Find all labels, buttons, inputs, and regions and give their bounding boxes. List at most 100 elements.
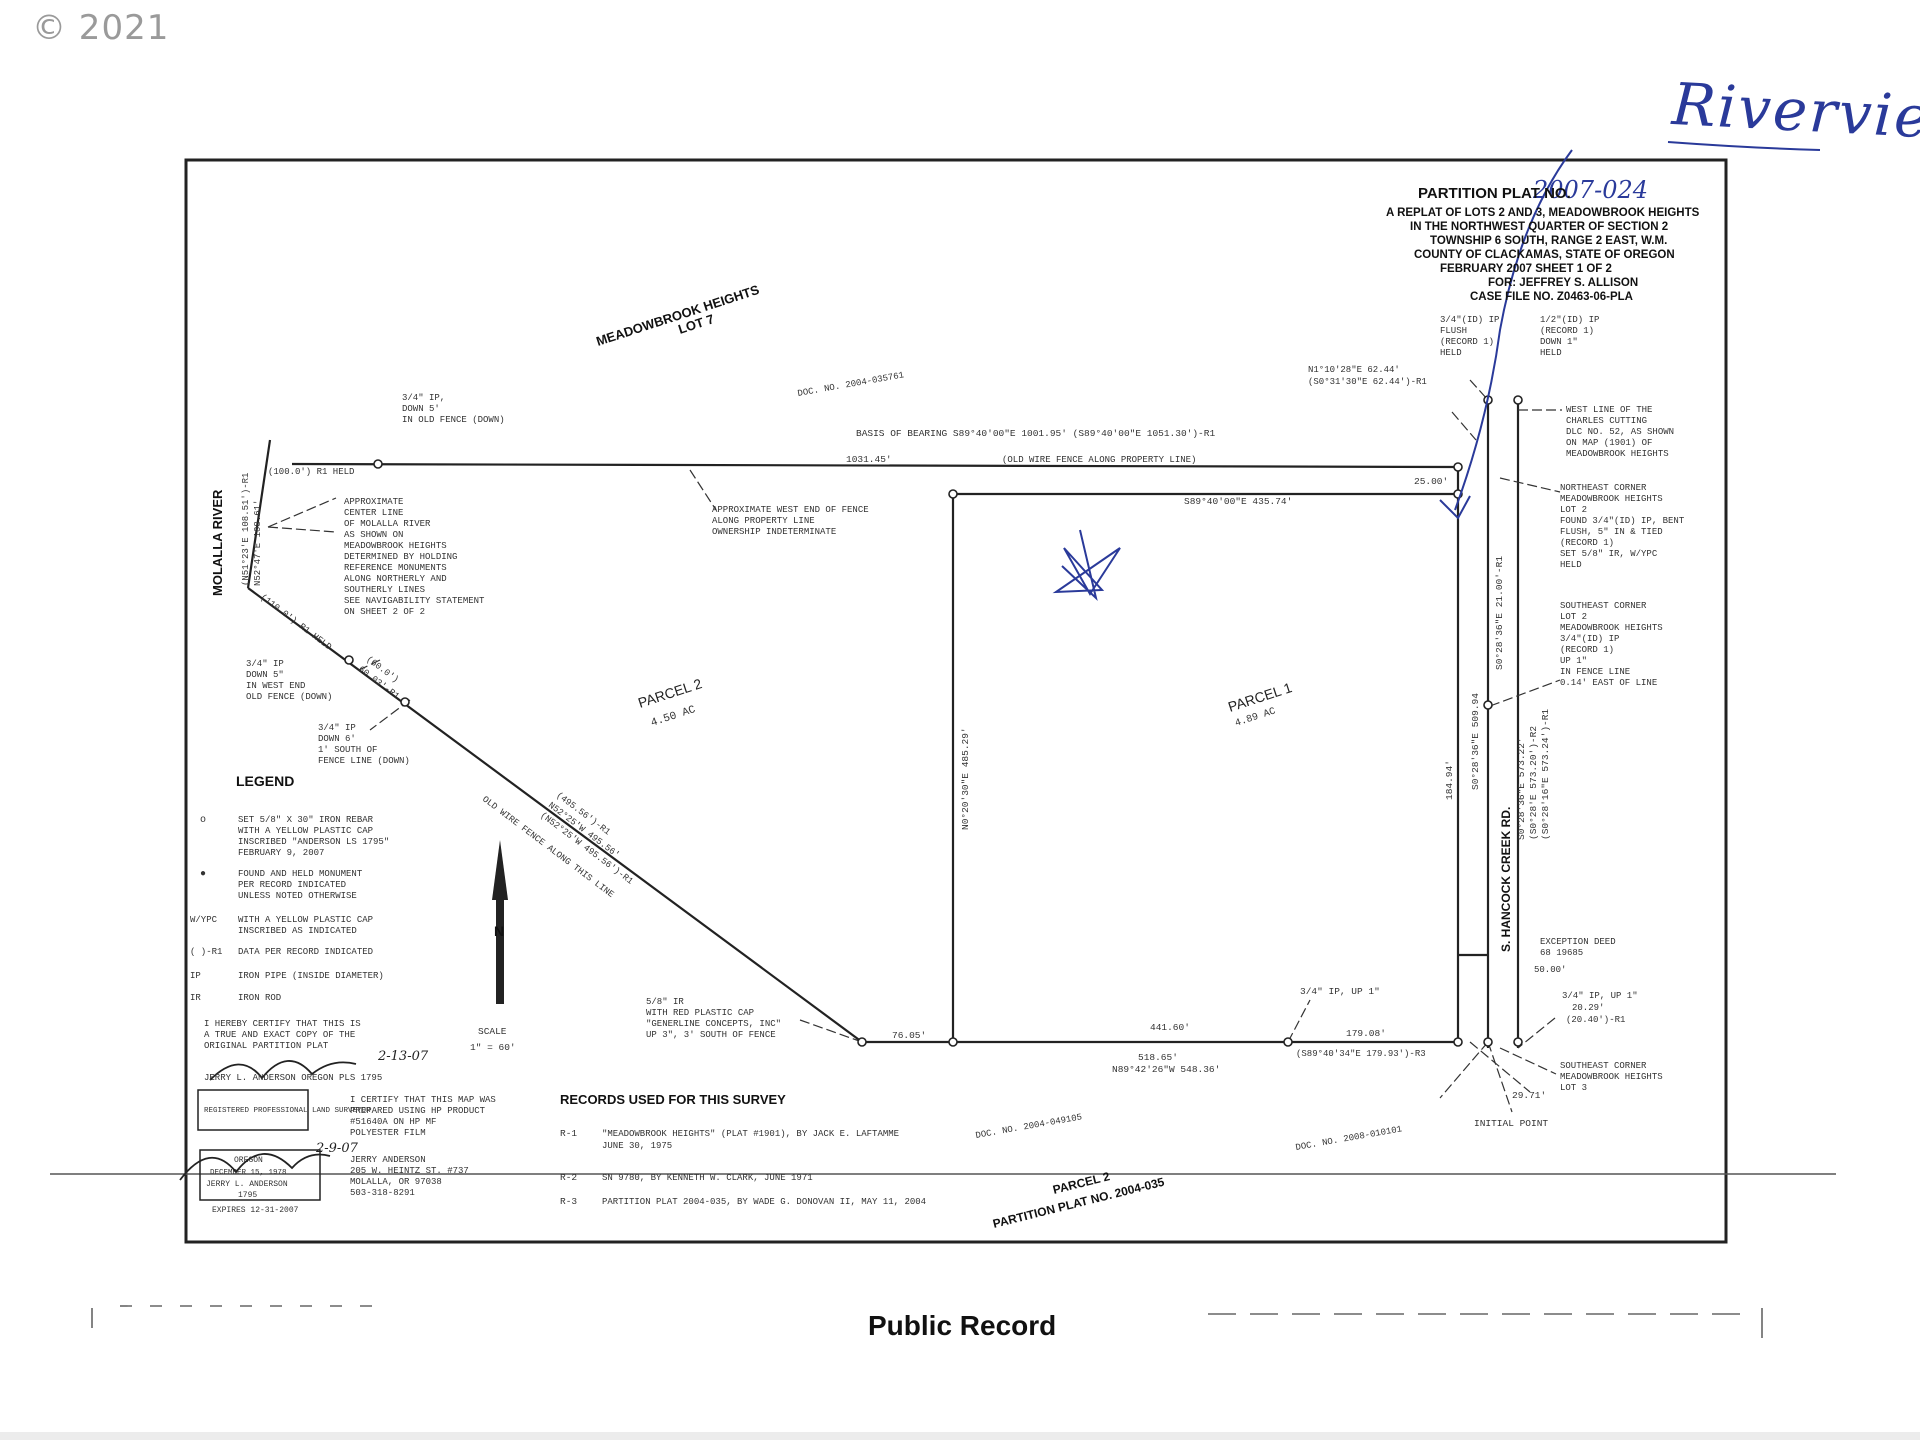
plat-border	[184, 158, 1728, 1244]
handwritten-plat-no: 2007-024	[1532, 176, 1648, 204]
svg-text:(RECORD 1): (RECORD 1)	[1560, 538, 1614, 548]
se-lot3-1: MEADOWBROOK HEIGHTS	[1560, 1072, 1663, 1082]
svg-text:0.14' EAST OF LINE: 0.14' EAST OF LINE	[1560, 678, 1657, 688]
fence-line: (OLD WIRE FENCE ALONG PROPERTY LINE)	[1002, 455, 1196, 465]
svg-text:R-2: R-2	[560, 1172, 577, 1183]
bearing-17993: (S89°40'34"E 179.93')-R3	[1296, 1049, 1426, 1059]
lot7-label: MEADOWBROOK HEIGHTS	[594, 282, 761, 349]
svg-text:MEADOWBROOK HEIGHTS: MEADOWBROOK HEIGHTS	[1560, 494, 1663, 504]
ip-up-right-0: 3/4" IP, UP 1"	[1562, 991, 1638, 1001]
microfilm-3: POLYESTER FILM	[350, 1128, 426, 1138]
certify-1: A TRUE AND EXACT COPY OF THE	[204, 1030, 355, 1040]
pen-marks	[1052, 141, 1821, 602]
road-name: S. HANCOCK CREEK RD.	[1499, 807, 1513, 952]
svg-text:o: o	[200, 815, 206, 826]
svg-text:LOT 2: LOT 2	[1560, 505, 1587, 515]
svg-text:SET 5/8" X 30" IRON REBAR: SET 5/8" X 30" IRON REBAR	[238, 815, 374, 825]
ir-red-cap-0: 5/8" IR	[646, 997, 684, 1007]
dist-51865: 518.65'	[1138, 1052, 1178, 1063]
north-arrow: N	[492, 840, 508, 1004]
svg-text:ON SHEET 2 OF 2: ON SHEET 2 OF 2	[344, 607, 425, 617]
microfilm-0: I CERTIFY THAT THIS MAP WAS	[350, 1095, 496, 1105]
se-lot3-0: SOUTHEAST CORNER	[1560, 1061, 1647, 1071]
ip-west-end-0: 3/4" IP	[246, 659, 284, 669]
svg-text:3/4"(ID) IP: 3/4"(ID) IP	[1560, 634, 1619, 644]
svg-text:PER RECORD INDICATED: PER RECORD INDICATED	[238, 880, 346, 890]
monuments	[344, 395, 1523, 1047]
east-bearing: S0°28'36"E 509.94	[1470, 693, 1481, 790]
svg-text:ON MAP (1901) OF: ON MAP (1901) OF	[1566, 438, 1652, 448]
svg-text:(RECORD 1): (RECORD 1)	[1440, 337, 1494, 347]
road-bearing-0: S0°28'36"E 573.22'	[1516, 737, 1527, 840]
ip-west-end-3: OLD FENCE (DOWN)	[246, 692, 332, 702]
ip-west-end-2: IN WEST END	[246, 681, 305, 691]
svg-text:SET 5/8" IR, W/YPC: SET 5/8" IR, W/YPC	[1560, 549, 1658, 559]
inner-north: S89°40'00"E 435.74'	[1184, 496, 1292, 507]
svg-text:DETERMINED BY HOLDING: DETERMINED BY HOLDING	[344, 552, 457, 562]
ip-top-left-0: 3/4" IP,	[402, 393, 445, 403]
svg-text:NORTHEAST CORNER: NORTHEAST CORNER	[1560, 483, 1647, 493]
river-bearing-1: N52°47'E 108.61'	[253, 500, 263, 586]
svg-text:UNLESS NOTED OTHERWISE: UNLESS NOTED OTHERWISE	[238, 891, 357, 901]
microfilm-1: PREPARED USING HP PRODUCT	[350, 1106, 486, 1116]
svg-text:DECEMBER 15, 1978: DECEMBER 15, 1978	[210, 1169, 287, 1177]
address-2: MOLALLA, OR 97038	[350, 1177, 442, 1187]
svg-text:LOT 2: LOT 2	[1560, 612, 1587, 622]
parcel1-label: PARCEL 1	[1226, 679, 1294, 715]
svg-text:FEBRUARY 9, 2007: FEBRUARY 9, 2007	[238, 848, 324, 858]
ip-top-left-2: IN OLD FENCE (DOWN)	[402, 415, 505, 425]
river-bearing-0: (N51°23'E 108.51')-R1	[241, 473, 251, 586]
svg-text:IP: IP	[190, 971, 201, 981]
svg-text:DOWN 1": DOWN 1"	[1540, 337, 1578, 347]
doc-no-right: DOC. NO. 2008-010101	[1295, 1124, 1403, 1153]
scale-title: SCALE	[478, 1026, 507, 1037]
svg-text:JUNE 30, 1975: JUNE 30, 1975	[602, 1141, 672, 1151]
surveyor-line: JERRY L. ANDERSON OREGON PLS 1795	[204, 1073, 382, 1083]
ip-top-left-1: DOWN 5'	[402, 404, 440, 414]
svg-text:(RECORD 1): (RECORD 1)	[1560, 645, 1614, 655]
fence-west-end-0: APPROXIMATE WEST END OF FENCE	[712, 505, 869, 515]
address-0: JERRY ANDERSON	[350, 1155, 426, 1165]
road-bearing-2: (S0°28'16"E 573.24')-R1	[1540, 709, 1551, 840]
certify-0: I HEREBY CERTIFY THAT THIS IS	[204, 1019, 361, 1029]
inner-west: N0°20'30"E 485.29'	[960, 727, 971, 830]
svg-text:HELD: HELD	[1440, 348, 1462, 358]
svg-text:INSCRIBED "ANDERSON LS 1795": INSCRIBED "ANDERSON LS 1795"	[238, 837, 389, 847]
svg-text:PARTITION PLAT 2004-035, BY WA: PARTITION PLAT 2004-035, BY WADE G. DONO…	[602, 1197, 926, 1207]
copyright-watermark: © 2021	[32, 8, 170, 48]
microfilm-2: #51640A ON HP MF	[350, 1117, 436, 1127]
svg-text:●: ●	[200, 869, 206, 880]
star-mark	[1052, 529, 1121, 602]
title-line-5: FOR: JEFFREY S. ALLISON	[1488, 277, 1638, 289]
svg-text:MEADOWBROOK HEIGHTS: MEADOWBROOK HEIGHTS	[1560, 623, 1663, 633]
svg-text:IRON PIPE (INSIDE DIAMETER): IRON PIPE (INSIDE DIAMETER)	[238, 971, 384, 981]
title-line-4: FEBRUARY 2007 SHEET 1 OF 2	[1440, 263, 1612, 275]
svg-text:DATA PER RECORD INDICATED: DATA PER RECORD INDICATED	[238, 947, 373, 957]
ip-south-fence-2: 1' SOUTH OF	[318, 745, 377, 755]
boundary-lines	[246, 400, 1520, 1048]
ip-up-right-1: 20.29'	[1572, 1003, 1604, 1013]
dist-7605: 76.05'	[892, 1030, 926, 1041]
dist-103145: 1031.45'	[846, 454, 892, 465]
ip-up-right-2: (20.40')-R1	[1566, 1015, 1625, 1025]
parcel2-area: 4.50 AC	[650, 704, 698, 730]
stamp-signature	[179, 1153, 331, 1181]
svg-text:WITH A YELLOW PLASTIC CAP: WITH A YELLOW PLASTIC CAP	[238, 826, 373, 836]
north-arrow-label: N	[494, 923, 504, 939]
svg-text:"MEADOWBROOK HEIGHTS" (PLAT #1: "MEADOWBROOK HEIGHTS" (PLAT #1901), BY J…	[602, 1129, 899, 1139]
address-1: 205 W. HEINTZ ST. #737	[350, 1166, 469, 1176]
ip-up-bottom: 3/4" IP, UP 1"	[1300, 986, 1380, 997]
svg-text:1795: 1795	[238, 1191, 257, 1200]
svg-text:(RECORD 1): (RECORD 1)	[1540, 326, 1594, 336]
svg-text:SN 9780, BY KENNETH W. CLARK,: SN 9780, BY KENNETH W. CLARK, JUNE 1971	[602, 1173, 813, 1183]
dist-17908: 179.08'	[1346, 1028, 1386, 1039]
dist-44160: 441.60'	[1150, 1022, 1190, 1033]
svg-text:IRON ROD: IRON ROD	[238, 993, 281, 1003]
svg-text:INSCRIBED AS INDICATED: INSCRIBED AS INDICATED	[238, 926, 357, 936]
svg-text:OF MOLALLA RIVER: OF MOLALLA RIVER	[344, 519, 431, 529]
title-line-6: CASE FILE NO. Z0463-06-PLA	[1470, 291, 1633, 303]
surveyor-sig-date: 2-13-07	[377, 1049, 429, 1064]
svg-text:MEADOWBROOK HEIGHTS: MEADOWBROOK HEIGHTS	[344, 541, 447, 551]
public-record-footer: Public Record	[868, 1310, 1057, 1341]
svg-text:AS SHOWN ON: AS SHOWN ON	[344, 530, 403, 540]
